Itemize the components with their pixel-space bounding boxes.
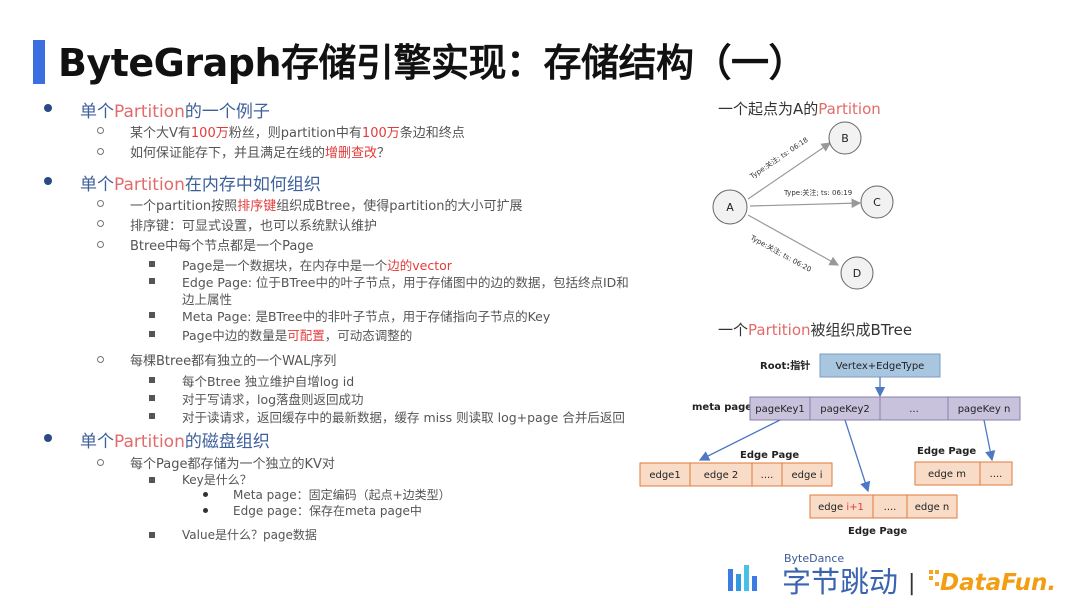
bullet-btree-page: Btree中每个节点都是一个Page (130, 239, 314, 254)
bullet-circle (97, 200, 104, 207)
bullet-sort-key-setting: 排序键：可显式设置，也可以系统默认维护 (130, 219, 378, 234)
bytedance-logo: ByteDance 字节跳动 | DataFun. (728, 552, 1056, 599)
bullet-square (149, 413, 155, 419)
page-title: ByteGraph存储引擎实现：存储结构（一） (58, 41, 807, 85)
meta-page-label: meta page (692, 402, 752, 413)
graph-edge-ad (747, 214, 840, 266)
edge-page-label-1: Edge Page (740, 450, 799, 461)
bullet-wal: 每棵Btree都有独立的一个WAL序列 (130, 354, 337, 369)
page1-cell-2-label: edge 2 (704, 470, 739, 481)
page1-cell-4-label: edge i (792, 470, 823, 481)
page2-cell-1-label: edge i+1 (818, 502, 864, 513)
bullet-circle (97, 459, 104, 466)
partition-graph: Type:关注; ts: 06:18 Type:关注; ts: 06:19 Ty… (712, 121, 894, 290)
bullet-circle (97, 220, 104, 227)
bullet-meta-page: Meta Page: 是BTree中的非叶子节点，用于存储指向子节点的Key (182, 309, 551, 324)
meta-key-3-label: ... (909, 404, 919, 415)
title-accent-bar (33, 40, 45, 84)
meta-key-1-label: pageKey1 (755, 404, 804, 415)
page1-cell-3-label: .... (761, 470, 774, 481)
bullet-square (149, 261, 155, 267)
page1-cell-1-label: edge1 (649, 470, 680, 481)
btree-diagram: Root:指针 Vertex+EdgeType meta page pageKe… (639, 353, 1021, 537)
page2-cell-2-label: .... (884, 502, 897, 513)
bullet-log-id: 每个Btree 独立维护自增log id (182, 374, 355, 389)
graph-edge-ab (747, 142, 831, 200)
bullet-edge-page-cont: 边上属性 (182, 292, 233, 307)
bullet-meta-key: Meta page：固定编码（起点+边类型） (233, 488, 451, 502)
bullet-square (149, 312, 155, 318)
edge-page-label-3: Edge Page (917, 446, 976, 457)
bullet-write-request: 对于写请求，log落盘则返回成功 (182, 392, 364, 407)
node-a-label: A (726, 201, 734, 214)
bullet-square (149, 395, 155, 401)
bullet-dot (44, 177, 52, 185)
bytedance-small: ByteDance (784, 552, 844, 565)
node-d (840, 256, 874, 290)
page1-cell-4 (781, 462, 833, 487)
node-c (860, 185, 894, 219)
edge-label-ac: Type:关注; ts: 06:19 (783, 188, 852, 197)
footer-logos: ByteDance 字节跳动 | DataFun. (726, 552, 1056, 600)
node-d-label: D (853, 267, 861, 280)
arrow-page1 (698, 419, 781, 461)
page3-cell-2 (979, 461, 1013, 486)
bullet-small-dot (203, 508, 208, 513)
bullet-circle (97, 148, 104, 155)
node-a (712, 189, 748, 225)
bullet-kv-pair: 每个Page都存储为一个独立的KV对 (130, 457, 335, 472)
bullet-circle (97, 241, 104, 248)
page3-cell-2-label: .... (990, 469, 1003, 480)
bullet-memory-org: 单个Partition在内存中如何组织 (80, 175, 321, 195)
graph-caption: 一个起点为A的Partition (718, 100, 881, 118)
bullet-square (149, 532, 155, 538)
bullet-circle (97, 356, 104, 363)
edge-page-label-2: Edge Page (848, 526, 907, 537)
root-box-label: Vertex+EdgeType (836, 361, 925, 372)
bullet-square (149, 377, 155, 383)
meta-key-2-label: pageKey2 (820, 404, 869, 415)
bullet-circle (97, 127, 104, 134)
edge-label-ad: Type:关注; ts: 06:20 (748, 232, 813, 273)
bullet-read-request: 对于读请求，返回缓存中的最新数据，缓存 miss 则读取 log+page 合并… (182, 410, 625, 425)
bullet-square (149, 331, 155, 337)
arrow-page2 (844, 419, 871, 493)
root-label: Root:指针 (760, 359, 810, 372)
arrow-page3 (983, 419, 996, 462)
bullet-square (149, 477, 155, 483)
bullet-sort-key-btree: 一个partition按照排序键组织成Btree，使得partition的大小可… (130, 199, 523, 214)
meta-key-4-label: pageKey n (958, 404, 1011, 415)
bullet-partition-example: 单个Partition的一个例子 (80, 102, 270, 122)
bullet-small-dot (203, 492, 208, 497)
edge-label-ab: Type:关注; ts: 06:18 (747, 135, 809, 181)
bullet-square (149, 278, 155, 284)
bullet-dot (44, 104, 52, 112)
bullet-edge-key: Edge page：保存在meta page中 (233, 504, 422, 518)
datafun-logo: DataFun. (940, 570, 1056, 596)
bullet-value-question: Value是什么？page数据 (182, 528, 317, 542)
bullet-configurable: Page中边的数量是可配置，可动态调整的 (182, 328, 413, 343)
bullet-page-vector: Page是一个数据块，在内存中是一个边的vector (182, 258, 452, 273)
page2-cell-3-label: edge n (915, 502, 950, 513)
bullet-big-v-example: 某个大V有100万粉丝，则partition中有100万条边和终点 (130, 126, 465, 141)
page3-cell-1-label: edge m (928, 469, 966, 480)
bullet-crud-question: 如何保证能存下，并且满足在线的增删查改？ (130, 146, 391, 161)
node-c-label: C (873, 196, 881, 209)
bytedance-cn: 字节跳动 (782, 565, 898, 599)
node-b-label: B (841, 132, 849, 145)
page2-cell-3 (906, 494, 958, 519)
logo-divider: | (908, 571, 915, 596)
node-b (828, 121, 862, 155)
graph-edge-ac (749, 198, 862, 209)
bullet-edge-page: Edge Page: 位于BTree中的叶子节点，用于存储图中的边的数据，包括终… (182, 275, 629, 290)
btree-caption: 一个Partition被组织成BTree (718, 321, 913, 339)
bullet-disk-org: 单个Partition的磁盘组织 (80, 432, 270, 452)
bullet-key-question: Key是什么？ (182, 473, 252, 487)
bullet-dot (44, 434, 52, 442)
